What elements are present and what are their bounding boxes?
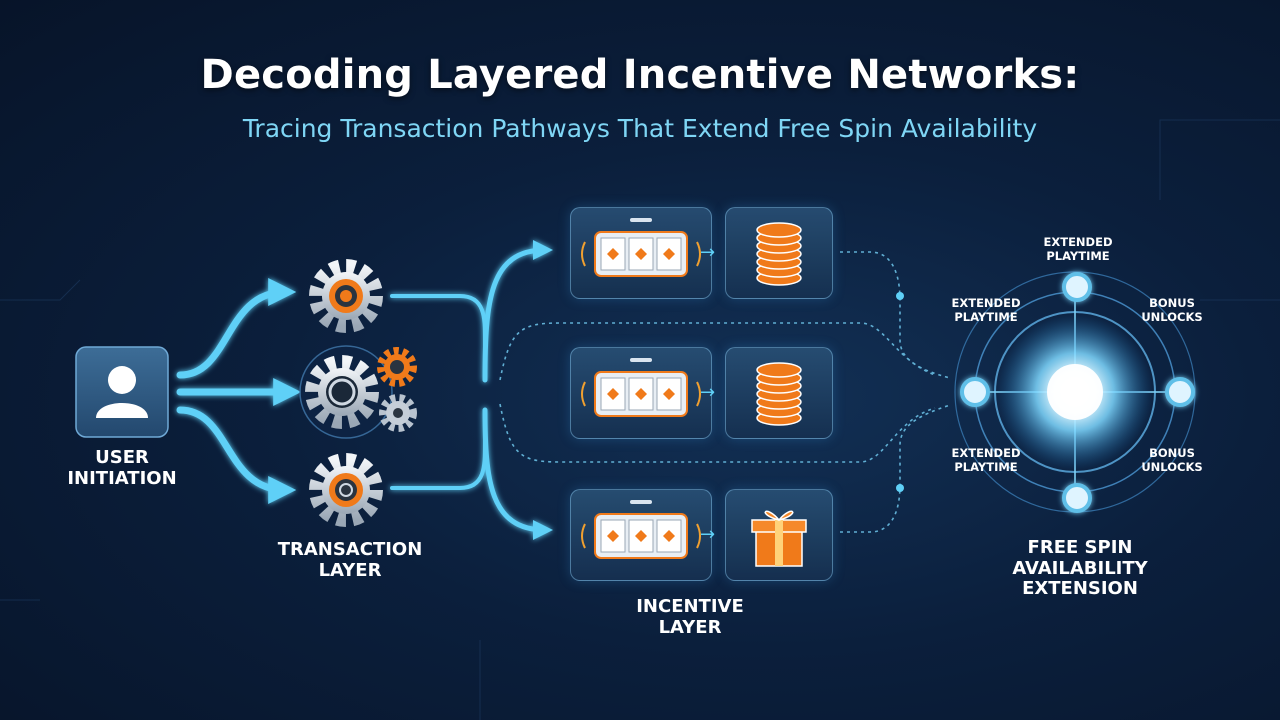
label-line: EXTENSION bbox=[1022, 578, 1138, 600]
gift-box-icon bbox=[751, 510, 807, 567]
outcome-label-upper-right: BONUS UNLOCKS bbox=[1124, 296, 1220, 325]
chip-stack-icon bbox=[756, 222, 802, 286]
incentive-row-3-reward-box bbox=[725, 489, 833, 581]
label-line: INITIATION bbox=[67, 467, 177, 489]
label-line: AVAILABILITY bbox=[1012, 557, 1148, 579]
arrow-right-icon: → bbox=[700, 524, 716, 545]
transaction-to-incentive-arrows bbox=[390, 240, 553, 540]
label-line: BONUS bbox=[1149, 296, 1195, 310]
label-line: PLAYTIME bbox=[1046, 248, 1110, 263]
label-line: UNLOCKS bbox=[1141, 309, 1203, 324]
transaction-gear-middle bbox=[305, 355, 379, 429]
label-line: TRANSACTION bbox=[277, 539, 423, 560]
slot-reels-icon bbox=[581, 358, 701, 417]
label-line: INCENTIVE bbox=[636, 596, 744, 617]
incentive-row-1-slot-box bbox=[570, 207, 712, 299]
label-line: EXTENDED bbox=[951, 446, 1021, 460]
background-grid-lines bbox=[0, 119, 1280, 720]
arrow-right-icon: → bbox=[700, 242, 716, 263]
label-line: BONUS bbox=[1149, 446, 1195, 460]
connector-node-dot bbox=[896, 484, 904, 492]
label-line: PLAYTIME bbox=[954, 309, 1018, 324]
outcome-label-lower-left: EXTENDED PLAYTIME bbox=[938, 446, 1034, 475]
outcome-label: FREE SPIN AVAILABILITY EXTENSION bbox=[990, 537, 1170, 600]
outcome-satellite-nodes bbox=[960, 272, 1195, 513]
page-subtitle: Tracing Transaction Pathways That Extend… bbox=[242, 114, 1038, 143]
label-line: EXTENDED bbox=[1043, 235, 1113, 249]
arrow-right-icon: → bbox=[700, 382, 716, 403]
label-line: LAYER bbox=[318, 559, 382, 581]
transaction-layer-label: TRANSACTION LAYER bbox=[262, 539, 438, 581]
connector-node-dot bbox=[896, 292, 904, 300]
label-line: EXTENDED bbox=[951, 296, 1021, 310]
outcome-label-top: EXTENDED PLAYTIME bbox=[1030, 235, 1126, 264]
label-line: LAYER bbox=[658, 616, 722, 638]
user-node bbox=[75, 346, 169, 438]
transaction-gear-top bbox=[309, 259, 383, 333]
chip-stack-icon bbox=[756, 362, 802, 426]
incentive-row-3-slot-box bbox=[570, 489, 712, 581]
outcome-label-upper-left: EXTENDED PLAYTIME bbox=[938, 296, 1034, 325]
slot-reels-icon bbox=[581, 218, 701, 277]
outcome-label-lower-right: BONUS UNLOCKS bbox=[1124, 446, 1220, 475]
user-to-transaction-arrows bbox=[176, 278, 302, 504]
transaction-gear-orange-small bbox=[377, 347, 417, 387]
label-line: UNLOCKS bbox=[1141, 459, 1203, 474]
label-line: PLAYTIME bbox=[954, 459, 1018, 474]
incentive-row-2-slot-box bbox=[570, 347, 712, 439]
incentive-layer-label: INCENTIVE LAYER bbox=[620, 596, 760, 638]
transaction-gear-bottom bbox=[309, 453, 383, 527]
transaction-gear-grey-small bbox=[379, 394, 417, 432]
slot-reels-icon bbox=[581, 500, 701, 559]
user-initiation-label: USER INITIATION bbox=[52, 447, 192, 489]
user-icon bbox=[96, 366, 148, 418]
page-title: Decoding Layered Incentive Networks: bbox=[200, 52, 1080, 98]
label-line: FREE SPIN bbox=[1027, 537, 1133, 558]
incentive-row-2-reward-box bbox=[725, 347, 833, 439]
label-line: USER bbox=[95, 447, 149, 468]
incentive-row-1-reward-box bbox=[725, 207, 833, 299]
